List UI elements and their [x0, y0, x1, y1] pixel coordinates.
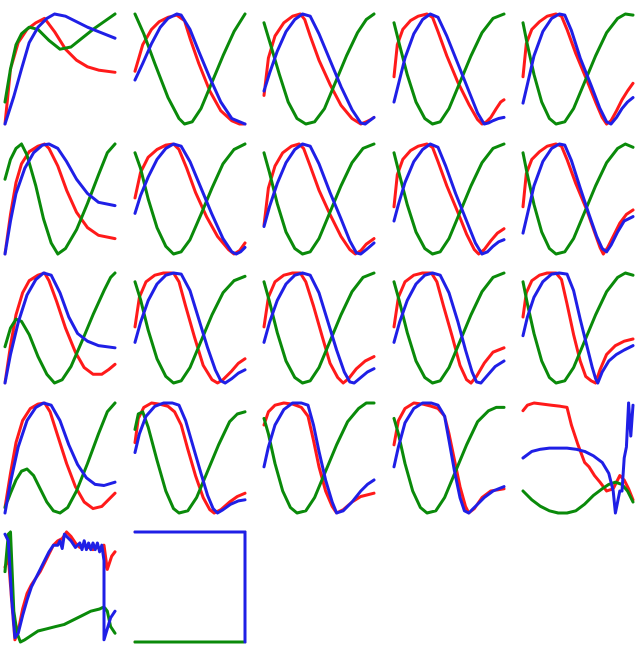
- panel-12: [133, 271, 246, 385]
- series-line-green: [392, 12, 505, 126]
- series-line-red: [133, 13, 246, 126]
- panel-3: [262, 12, 376, 126]
- series-line-blue: [133, 530, 246, 644]
- series-line-red: [392, 12, 505, 126]
- series-line-blue: [133, 401, 246, 514]
- panel-1: [3, 12, 117, 126]
- series-line-blue: [3, 401, 117, 514]
- series-line-blue: [3, 271, 117, 385]
- series-line-blue: [3, 12, 117, 126]
- series-line-red: [3, 401, 117, 510]
- panel-2: [133, 12, 246, 126]
- series-line-green: [262, 142, 376, 255]
- series-line-red: [521, 12, 635, 126]
- series-line-green: [3, 142, 117, 255]
- series-line-green: [133, 409, 246, 514]
- series-line-green: [392, 405, 505, 514]
- series-line-blue: [262, 142, 376, 255]
- series-line-red: [133, 271, 246, 385]
- series-line-green: [3, 401, 117, 514]
- series-line-blue: [392, 271, 505, 385]
- panel-13: [262, 271, 376, 385]
- series-line-red: [521, 271, 635, 385]
- series-line-green: [3, 12, 117, 104]
- panel-18: [262, 401, 376, 514]
- series-line-green: [521, 271, 635, 385]
- series-line-green: [133, 530, 246, 644]
- panel-6: [3, 142, 117, 255]
- series-line-green: [133, 274, 246, 385]
- series-line-blue: [3, 142, 117, 255]
- panel-9: [392, 142, 505, 255]
- series-line-blue: [3, 532, 117, 642]
- panel-7: [133, 142, 246, 255]
- panel-10: [521, 142, 635, 255]
- series-line-blue: [521, 12, 635, 126]
- series-line-blue: [392, 142, 505, 255]
- series-line-green: [133, 142, 246, 255]
- series-line-blue: [133, 142, 246, 255]
- series-line-blue: [521, 142, 635, 253]
- series-line-red: [521, 142, 635, 255]
- series-line-blue: [133, 12, 246, 126]
- series-line-green: [521, 12, 635, 126]
- series-line-green: [521, 142, 635, 255]
- series-line-red: [3, 142, 117, 255]
- panel-4: [392, 12, 505, 126]
- series-line-green: [392, 142, 505, 255]
- series-line-green: [133, 12, 246, 126]
- series-line-green: [521, 480, 635, 514]
- series-line-green: [262, 12, 376, 126]
- series-line-red: [133, 401, 246, 514]
- series-line-blue: [133, 271, 246, 385]
- panel-16: [3, 401, 117, 514]
- series-line-blue: [521, 401, 635, 514]
- series-line-blue: [262, 401, 376, 514]
- series-line-blue: [392, 12, 505, 126]
- series-line-blue: [262, 271, 376, 385]
- series-line-red: [262, 271, 376, 385]
- series-line-green: [392, 271, 505, 385]
- panel-11: [3, 271, 117, 385]
- panel-15: [521, 271, 635, 385]
- series-line-green: [262, 401, 376, 514]
- panel-17: [133, 401, 246, 514]
- series-line-red: [133, 530, 246, 644]
- series-line-green: [262, 271, 376, 385]
- panel-22: [133, 530, 246, 644]
- panel-21: [3, 530, 117, 644]
- series-line-blue: [521, 271, 635, 385]
- series-line-red: [521, 401, 635, 501]
- panel-19: [392, 401, 505, 514]
- series-line-red: [392, 142, 505, 255]
- series-line-blue: [262, 12, 376, 126]
- panel-5: [521, 12, 635, 126]
- series-line-red: [392, 271, 505, 385]
- panel-8: [262, 142, 376, 255]
- panel-14: [392, 271, 505, 385]
- series-line-red: [3, 271, 117, 385]
- panel-20: [521, 401, 635, 514]
- series-line-blue: [392, 401, 505, 514]
